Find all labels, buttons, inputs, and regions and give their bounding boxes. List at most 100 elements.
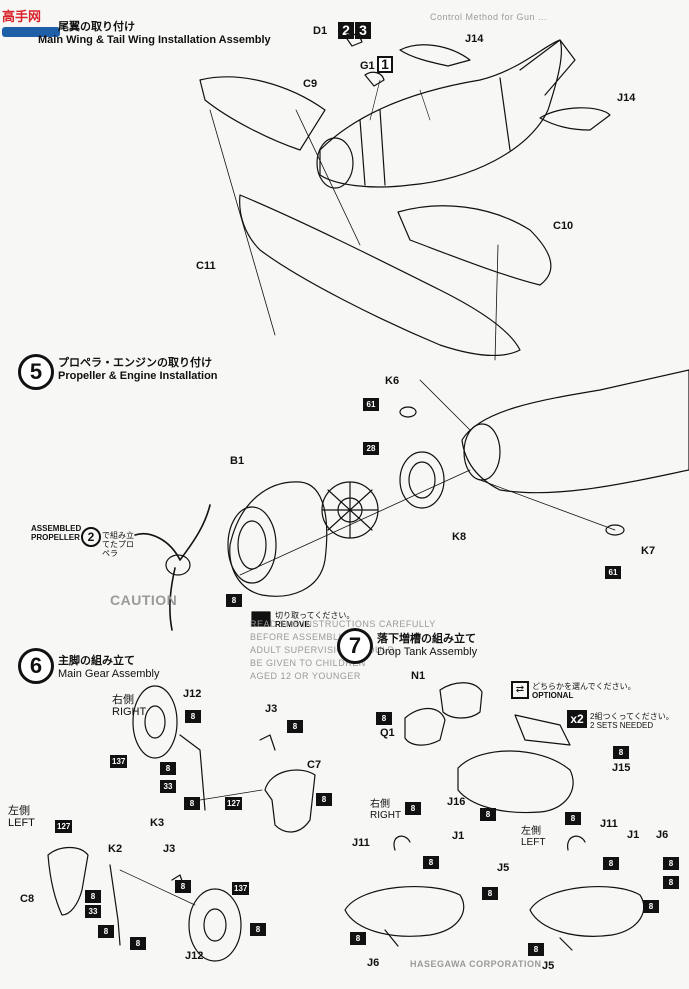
part-label-k6: K6 [385,375,400,387]
part-label-j11-right: J11 [352,837,370,849]
badge-k2-33: 33 [85,905,101,918]
badge-b1-8: 8 [226,594,242,607]
step7-left-en: LEFT [521,837,546,848]
badge-w1-137: 137 [110,755,128,768]
step7-left-jp: 左側 [521,826,541,837]
caution-line-1: READ THE INSTRUCTIONS CAREFULLY [250,619,436,629]
part-label-j5-left: J5 [542,960,555,972]
remove-jp-text: 切り取ってください。 [275,611,355,620]
badge-w2-137: 137 [232,882,250,895]
badge-k6-61: 61 [363,398,379,411]
right-side-label: 右側 RIGHT [112,694,146,718]
badge-28: 28 [363,442,379,455]
step7-number: 7 [337,628,373,664]
badge-c7-127: 127 [225,797,243,810]
part-label-j3-bottom: J3 [163,843,176,855]
badge-glue-j11b: 8 [565,812,581,825]
badge-glue-j3b: 8 [175,880,191,893]
right-en: RIGHT [112,706,147,718]
badge-glue-k3a: 8 [160,762,176,775]
badge-glue-j11a: 8 [405,802,421,815]
badge-glue-j15: 8 [613,746,629,759]
part-label-j6-right: J6 [367,957,380,969]
box-num-3: 3 [355,22,371,39]
badge-k3-33: 33 [160,780,176,793]
step7-header: 落下増槽の組み立て Drop Tank Assembly [377,630,477,658]
part-label-j5-right: J5 [497,862,510,874]
left-en: LEFT [8,817,35,829]
sets-en: 2 SETS NEEDED [590,721,654,730]
badge-glue-c7: 8 [316,793,332,806]
caution-title: CAUTION [110,592,178,608]
badge-glue-j6a: 8 [350,932,366,945]
left-jp: 左側 [8,805,30,817]
part-label-k8: K8 [452,531,467,543]
part-label-b1: B1 [230,455,245,467]
optional-en: OPTIONAL [532,691,574,700]
badge-glue-j3: 8 [287,720,303,733]
part-label-j15: J15 [612,762,631,774]
badge-glue-j16: 8 [480,808,496,821]
badge-k7-61: 61 [605,566,621,579]
badge-glue-j6b: 8 [663,857,679,870]
step4-title-jp: 尾翼の取り付け [58,21,135,33]
part-label-j3-top: J3 [265,703,278,715]
optional-arrow-icon: ⇄ [511,681,529,699]
right-jp: 右側 [112,694,134,706]
badge-glue-k2c: 8 [130,937,146,950]
step7-title-jp: 落下増槽の組み立て [377,633,476,645]
part-label-j11-left: J11 [600,818,618,830]
badge-glue-j6c: 8 [663,876,679,889]
fuselage-outline [319,39,563,188]
part-label-j12-top: J12 [183,688,202,700]
part-label-c8: C8 [20,893,35,905]
part-label-j12-bottom: J12 [185,950,204,962]
badge-c8-127: 127 [55,820,73,833]
fuselage-nose [461,369,689,494]
step7-right-en: RIGHT [370,810,402,821]
part-label-j14-top: J14 [465,33,484,45]
step6-header: 主脚の組み立て Main Gear Assembly [58,652,159,680]
badge-glue-k2b: 8 [98,925,114,938]
caution-region: CAUTION READ THE INSTRUCTIONS CAREFULLY … [110,574,650,974]
part-label-q1: Q1 [380,727,395,739]
assembled-jp-text: で組み立てたプロペラ [102,531,134,558]
assembled-ref: 2 [81,527,101,547]
part-label-d1: D1 [313,25,328,37]
part-label-k7: K7 [641,545,656,557]
badge-glue-k3b: 8 [184,797,200,810]
part-label-j14-right: J14 [617,92,636,104]
part-label-k2: K2 [108,843,123,855]
caution-line-2: BEFORE ASSEMBLING. [250,632,360,642]
box-num-2: 2 [338,22,354,39]
part-label-n1: N1 [411,670,426,682]
step4-header: 尾翼の取り付け Main Wing & Tail Wing Installati… [38,18,271,46]
step5-number: 5 [18,354,54,390]
box-num-1: 1 [377,56,393,73]
left-side-label: 左側 LEFT [8,805,35,829]
step6-number: 6 [18,648,54,684]
part-label-c11: C11 [196,260,216,272]
step5-header: プロペラ・エンジンの取り付け Propeller & Engine Instal… [58,354,218,382]
site-logo: 高手网 [2,6,62,42]
header-faint-text: Control Method for Gun ... [430,12,548,22]
box-number-g1: 1 [377,56,394,74]
assembled-propeller-label: ASSEMBLED PROPELLER [31,524,81,542]
badge-glue-j5b: 8 [528,943,544,956]
sets-jp: 2組つくってください。 [590,712,674,721]
part-label-c9: C9 [303,78,318,90]
part-label-g1: G1 [360,60,375,72]
part-label-j16: J16 [447,796,466,808]
badge-glue-j1b: 8 [603,857,619,870]
step7-right-label: 右側 RIGHT [370,799,401,821]
step5-title-jp: プロペラ・エンジンの取り付け [58,357,212,369]
part-label-c10: C10 [553,220,574,232]
logo-text: 高手网 [2,9,42,24]
part-label-k3: K3 [150,817,165,829]
two-sets-badge: x2 [567,710,587,728]
caution-footer: HASEGAWA CORPORATION [410,959,542,969]
step6-title-en: Main Gear Assembly [58,668,160,680]
part-label-c7: C7 [307,759,322,771]
